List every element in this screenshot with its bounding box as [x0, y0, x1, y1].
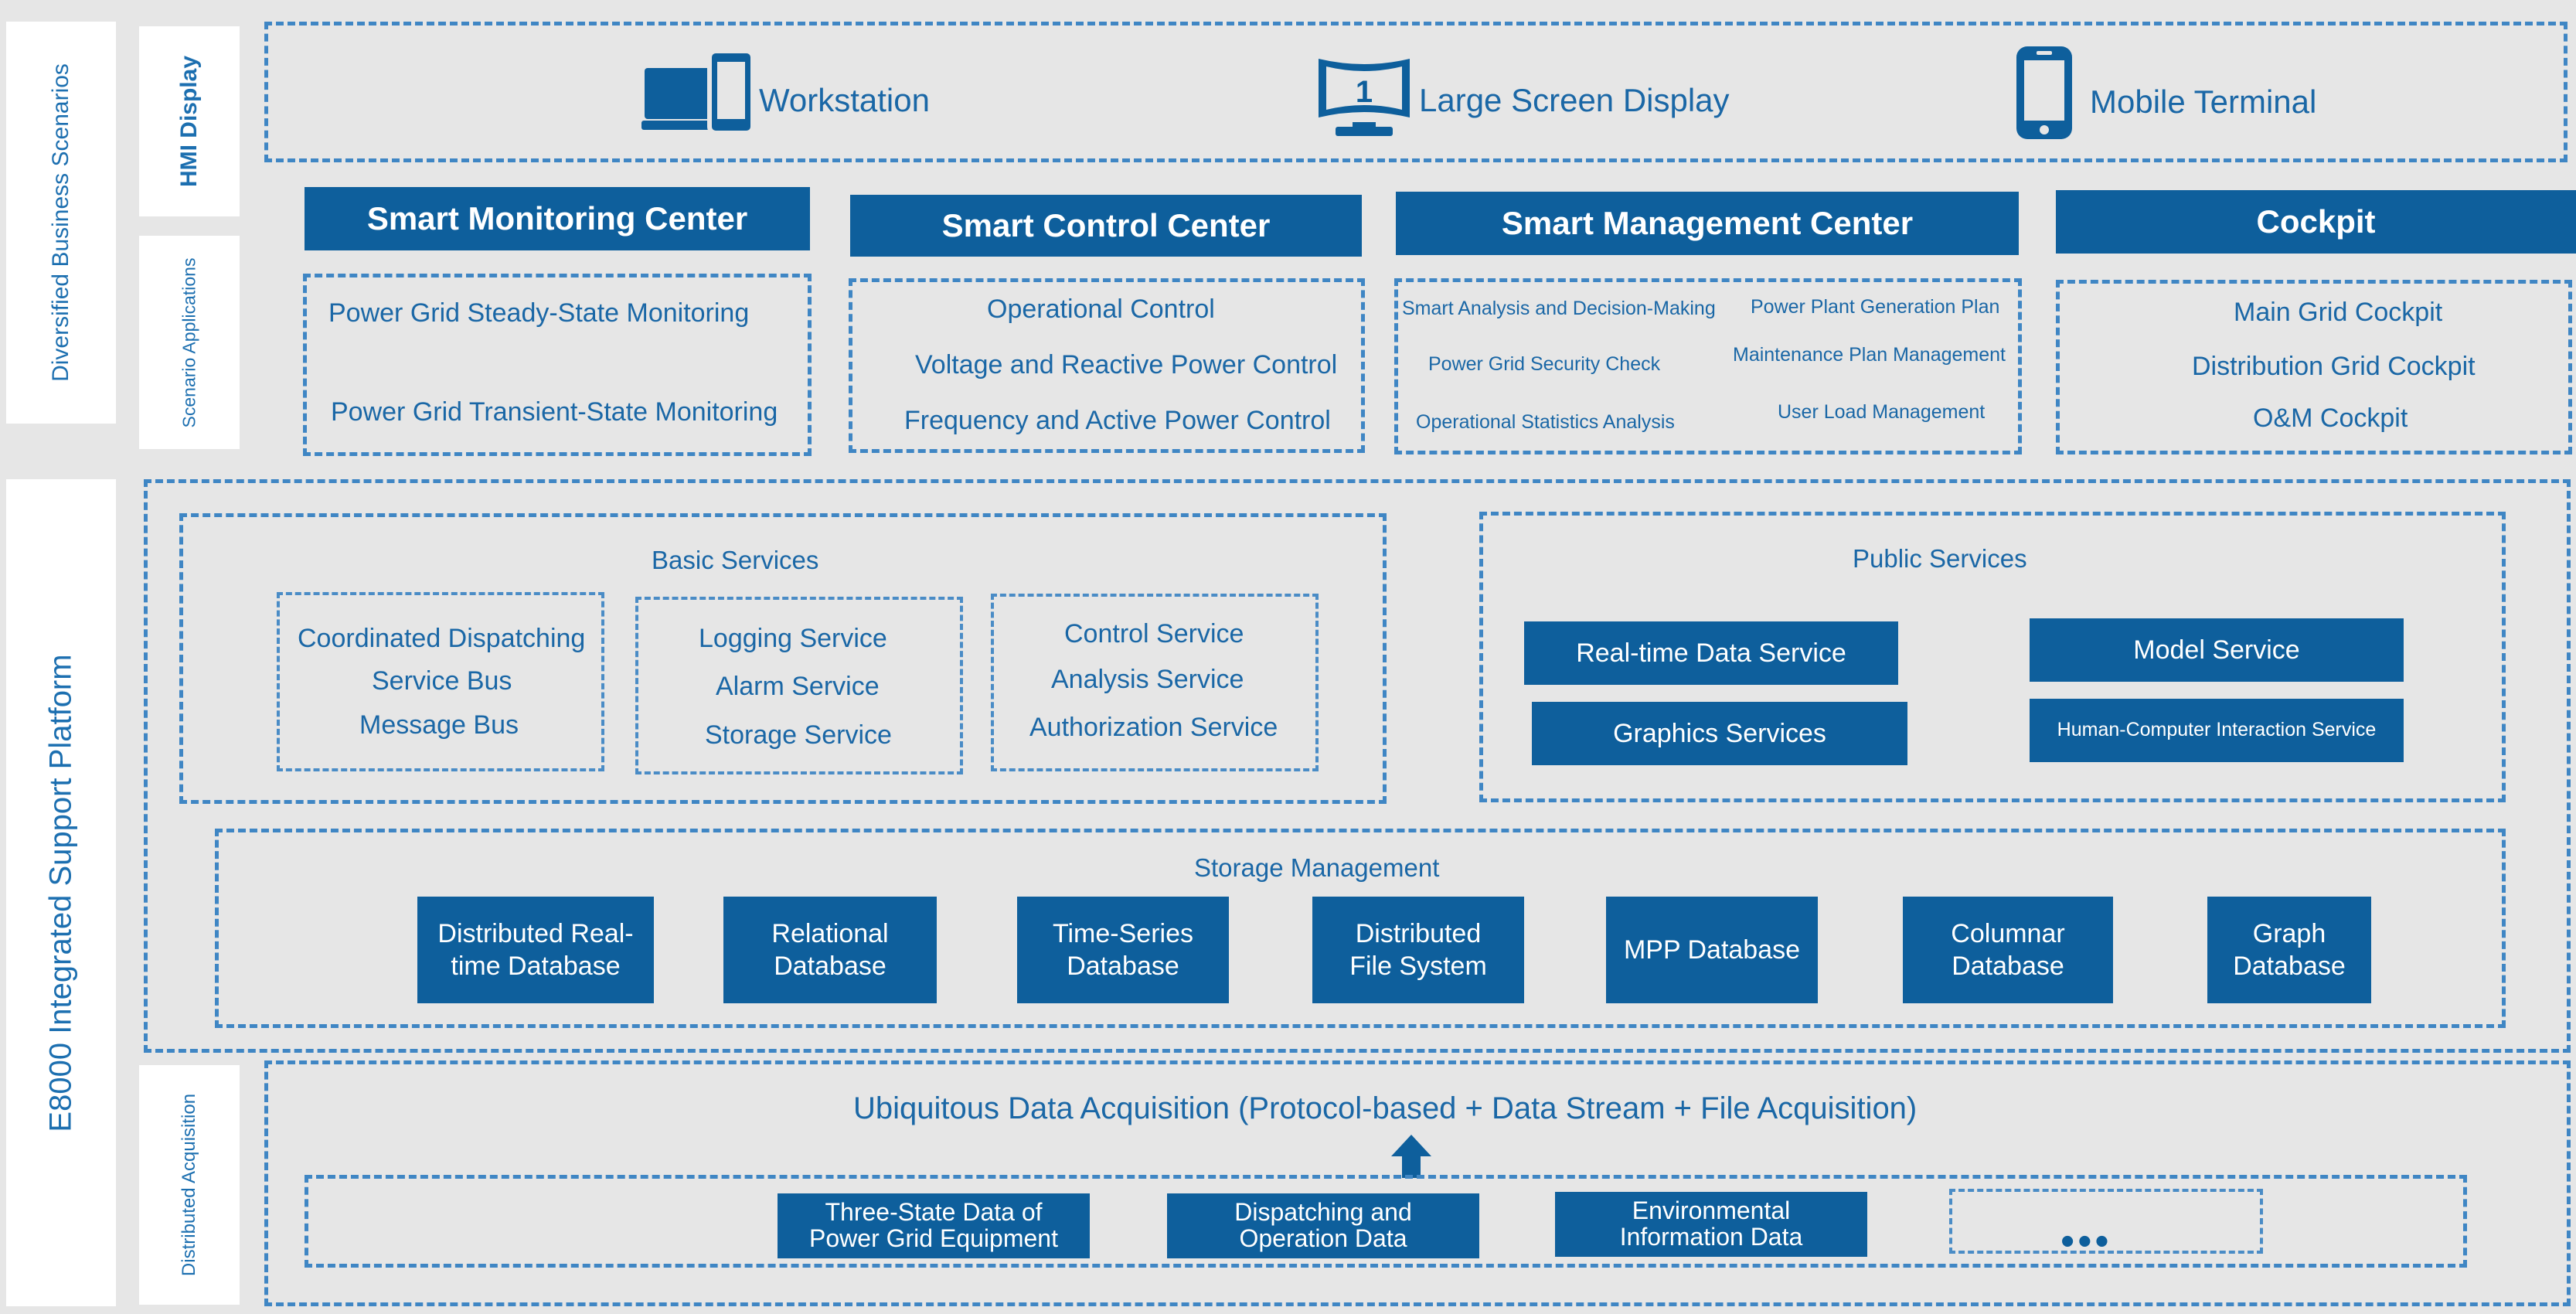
source-line: Dispatching and — [1234, 1198, 1412, 1227]
large-screen-icon: 1 — [1314, 53, 1414, 139]
basic-services-group-3 — [991, 594, 1319, 771]
control-item: Voltage and Reactive Power Control — [915, 350, 1338, 380]
basic-service-item: Message Bus — [359, 710, 519, 740]
up-arrow-icon — [1390, 1133, 1433, 1180]
storage-item-distributed-realtime-db: Distributed Real- time Database — [417, 897, 654, 1003]
scenario-applications-band: Scenario Applications — [139, 236, 240, 449]
smart-management-center-title: Smart Management Center — [1396, 192, 2019, 255]
storage-item-line: Database — [2233, 951, 2346, 981]
source-line: Operation Data — [1239, 1224, 1407, 1252]
hmi-display-label: HMI Display — [176, 55, 202, 188]
smart-control-center-title: Smart Control Center — [850, 195, 1362, 257]
storage-item-line: MPP Database — [1623, 934, 1801, 965]
monitoring-item: Power Grid Transient-State Monitoring — [331, 397, 778, 427]
control-item: Operational Control — [987, 294, 1215, 324]
human-computer-interaction-service: Human-Computer Interaction Service — [2030, 699, 2404, 762]
storage-item-line: Database — [1067, 951, 1179, 981]
public-services-title: Public Services — [1853, 544, 2027, 573]
mobile-terminal-icon — [2013, 45, 2075, 141]
basic-services-box — [179, 513, 1387, 804]
smart-monitoring-center-title: Smart Monitoring Center — [305, 187, 810, 250]
source-more-box — [1949, 1189, 2263, 1254]
storage-item-relational-db: Relational Database — [723, 897, 937, 1003]
acquisition-label: Distributed Acquisition — [179, 1093, 199, 1277]
acquisition-title: Ubiquitous Data Acquisition (Protocol-ba… — [853, 1091, 1918, 1125]
acquisition-frame — [264, 1060, 2571, 1306]
basic-service-item: Authorization Service — [1029, 713, 1278, 742]
cockpit-title: Cockpit — [2056, 190, 2576, 254]
scenario-applications-label: Scenario Applications — [179, 257, 199, 427]
storage-item-line: Graph — [2252, 918, 2326, 948]
source-line: Information Data — [1619, 1223, 1803, 1251]
basic-service-item: Control Service — [1064, 619, 1244, 648]
basic-service-item: Storage Service — [705, 720, 892, 750]
cockpit-item: Distribution Grid Cockpit — [2192, 352, 2476, 381]
smart-monitoring-center-box — [303, 274, 812, 456]
storage-item-distributed-fs: Distributed File System — [1312, 897, 1524, 1003]
source-dispatching-data: Dispatching and Operation Data — [1167, 1193, 1479, 1258]
basic-service-item: Coordinated Dispatching — [298, 624, 586, 653]
storage-item-mpp-db: MPP Database — [1606, 897, 1818, 1003]
storage-management-title: Storage Management — [1194, 853, 1440, 882]
storage-item-line: Database — [774, 951, 886, 981]
storage-management-box — [215, 829, 2506, 1028]
platform-label: E8000 Integrated Support Platform — [43, 653, 78, 1132]
graphics-services: Graphics Services — [1532, 702, 1907, 765]
storage-item-line: Distributed — [1355, 918, 1482, 948]
large-screen-number: 1 — [1356, 75, 1373, 109]
cockpit-item: O&M Cockpit — [2253, 403, 2408, 433]
diversified-scenarios-band: Diversified Business Scenarios — [6, 22, 116, 424]
basic-services-title: Basic Services — [652, 546, 819, 574]
basic-service-item: Logging Service — [699, 624, 887, 653]
basic-service-item: Service Bus — [372, 666, 512, 696]
source-line: Three-State Data of — [825, 1198, 1043, 1227]
storage-item-line: Relational — [771, 918, 889, 948]
cockpit-item: Main Grid Cockpit — [2234, 298, 2443, 327]
storage-item-line: time Database — [451, 951, 621, 981]
management-item: Power Plant Generation Plan — [1751, 296, 2000, 318]
source-environmental-data: Environmental Information Data — [1555, 1192, 1867, 1257]
monitoring-item: Power Grid Steady-State Monitoring — [328, 298, 750, 328]
smart-management-center-box — [1394, 278, 2022, 454]
management-item: User Load Management — [1778, 401, 1986, 423]
source-line: Power Grid Equipment — [809, 1224, 1058, 1252]
model-service: Model Service — [2030, 618, 2404, 682]
storage-item-line: Distributed Real- — [437, 918, 634, 948]
platform-band: E8000 Integrated Support Platform — [6, 479, 116, 1306]
diversified-scenarios-label: Diversified Business Scenarios — [48, 63, 73, 382]
more-dots: ••• — [2060, 1219, 2112, 1264]
real-time-data-service: Real-time Data Service — [1524, 621, 1898, 685]
workstation-icon — [641, 46, 757, 139]
hmi-display-frame — [264, 22, 2567, 162]
storage-item-line: Time-Series — [1053, 918, 1193, 948]
public-services-box — [1479, 512, 2506, 802]
acquisition-band: Distributed Acquisition — [139, 1065, 240, 1305]
source-line: Environmental — [1632, 1197, 1791, 1225]
acquisition-sources-box — [305, 1175, 2467, 1268]
basic-service-item: Analysis Service — [1051, 665, 1244, 694]
hmi-display-band: HMI Display — [139, 26, 240, 216]
platform-frame — [144, 479, 2571, 1053]
management-item: Operational Statistics Analysis — [1416, 411, 1675, 433]
basic-services-group-2 — [635, 597, 963, 774]
management-item: Smart Analysis and Decision-Making — [1402, 298, 1716, 319]
smart-control-center-box — [849, 278, 1365, 453]
hmi-mobile-terminal-label: Mobile Terminal — [2090, 83, 2317, 120]
storage-item-columnar-db: Columnar Database — [1903, 897, 2113, 1003]
storage-item-time-series-db: Time-Series Database — [1017, 897, 1229, 1003]
hmi-workstation-label: Workstation — [759, 82, 930, 118]
cockpit-box — [2056, 280, 2572, 454]
source-three-state-data: Three-State Data of Power Grid Equipment — [778, 1193, 1090, 1258]
management-item: Maintenance Plan Management — [1733, 344, 2006, 366]
control-item: Frequency and Active Power Control — [904, 406, 1331, 435]
storage-item-line: Columnar — [1951, 918, 2065, 948]
hmi-large-screen-label: Large Screen Display — [1419, 82, 1730, 118]
storage-item-line: Database — [1952, 951, 2064, 981]
storage-item-line: File System — [1349, 951, 1487, 981]
basic-services-group-1 — [277, 592, 604, 771]
basic-service-item: Alarm Service — [716, 672, 880, 701]
storage-item-graph-db: Graph Database — [2207, 897, 2371, 1003]
management-item: Power Grid Security Check — [1428, 353, 1661, 375]
